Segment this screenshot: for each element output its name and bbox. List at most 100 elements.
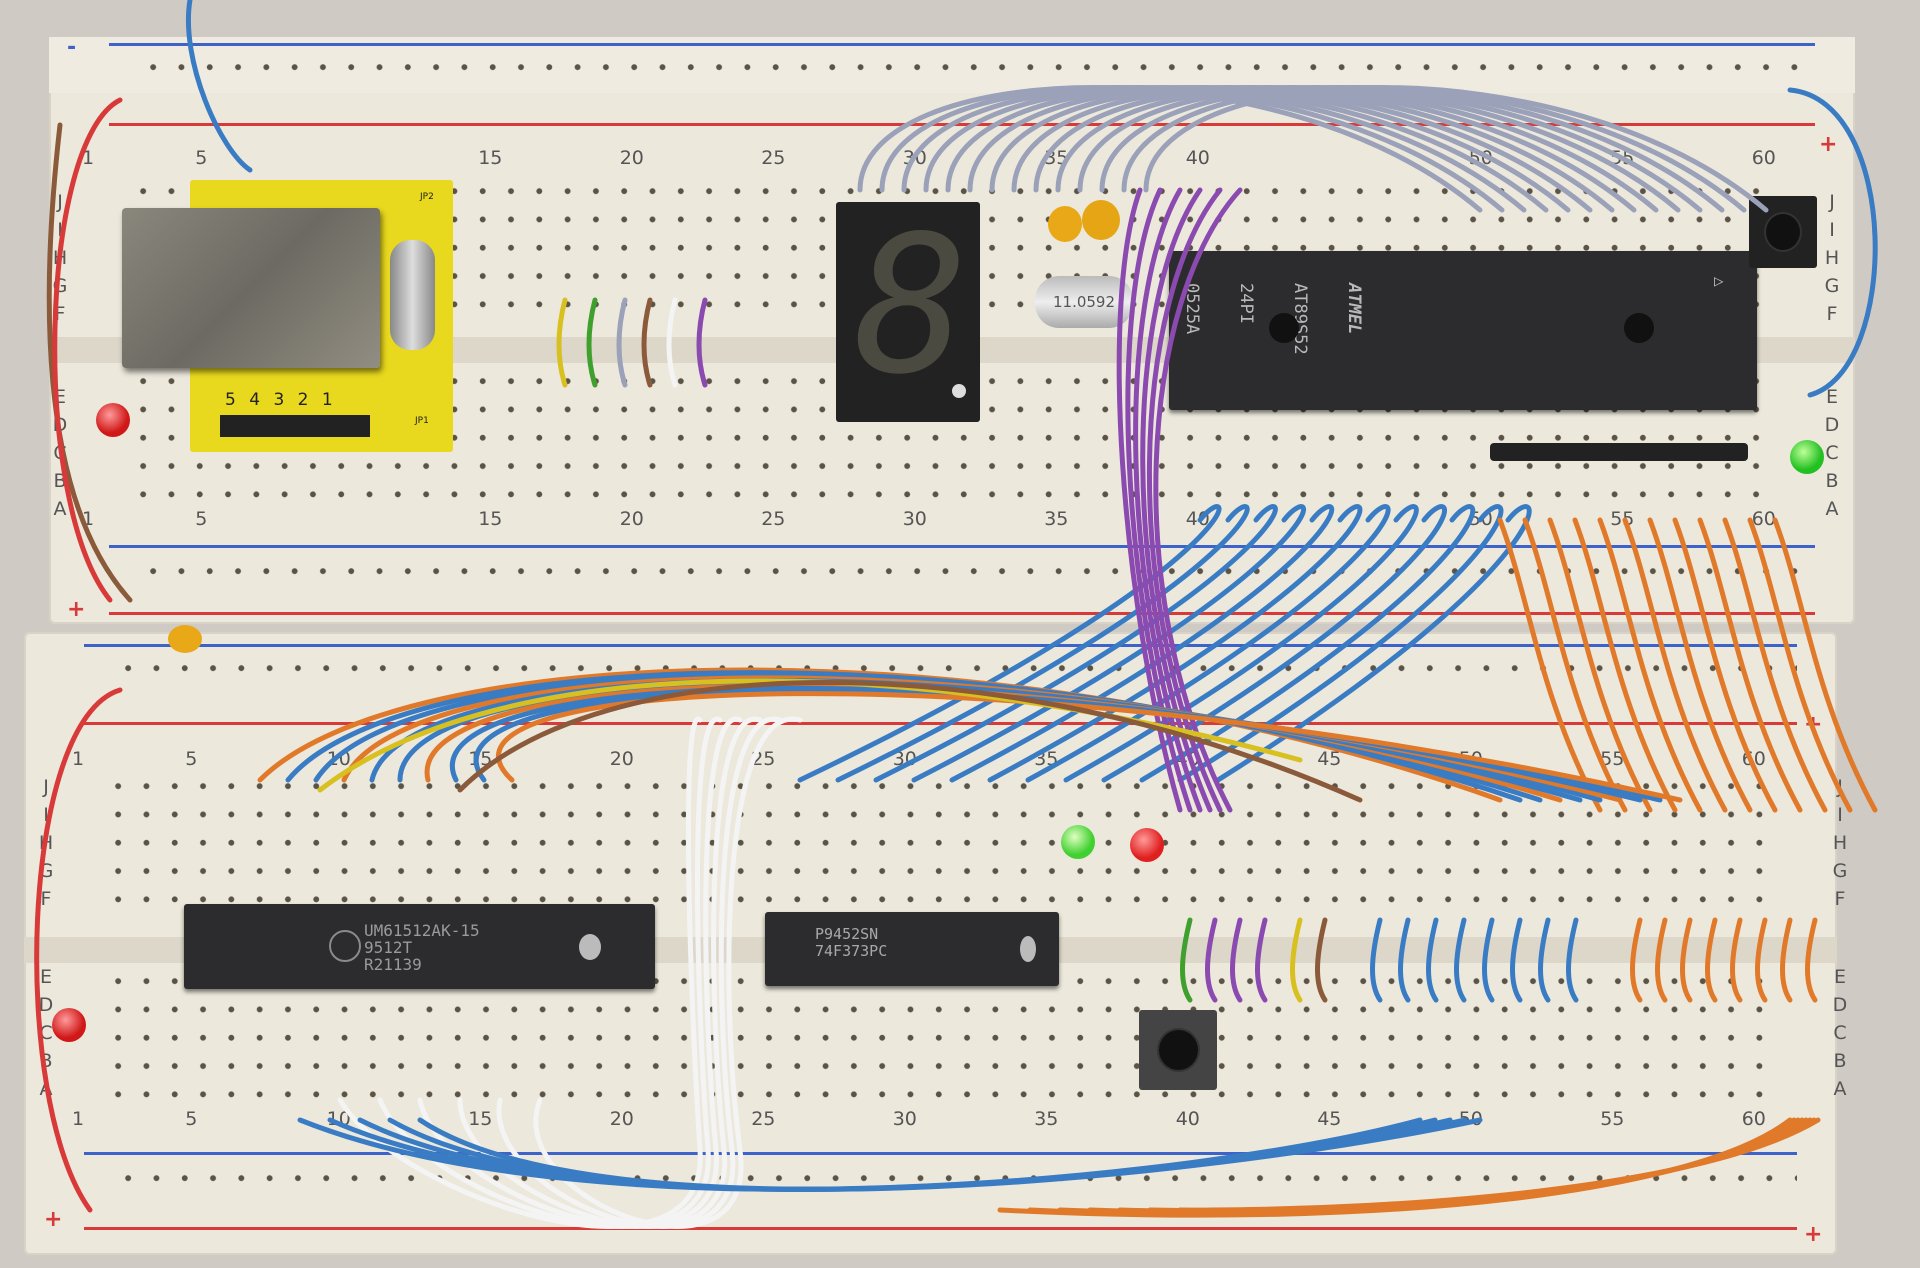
sram-lot-code: R21139 bbox=[364, 955, 422, 974]
jumper-wire bbox=[1290, 917, 1303, 1003]
orange-wire bbox=[1207, 1117, 1821, 1213]
column-number: 5 bbox=[185, 748, 198, 770]
power-rail-top bbox=[49, 37, 1855, 126]
column-number: 60 bbox=[1741, 1108, 1766, 1130]
blue-wire bbox=[1177, 504, 1504, 783]
column-number: 20 bbox=[619, 147, 644, 169]
red-led bbox=[96, 403, 130, 437]
column-number: 55 bbox=[1600, 748, 1625, 770]
latch-lot-code: P9452SN bbox=[815, 925, 879, 943]
column-number: 45 bbox=[1317, 1108, 1342, 1130]
power-wire bbox=[46, 122, 133, 603]
column-number: 30 bbox=[892, 1108, 917, 1130]
jp2-label: JP2 bbox=[420, 192, 434, 202]
row-letter: J bbox=[57, 191, 63, 213]
red-led bbox=[52, 1008, 86, 1042]
row-letter: J bbox=[43, 776, 49, 798]
crystal-oscillator bbox=[390, 240, 435, 350]
jumper-wire bbox=[1566, 917, 1579, 1003]
jumper-wire bbox=[1655, 917, 1668, 1003]
jumper-wire bbox=[1398, 917, 1411, 1003]
jumper-wire bbox=[666, 297, 678, 388]
row-letter: F bbox=[40, 888, 52, 910]
row-letter: E bbox=[39, 966, 52, 988]
orange-wire bbox=[1547, 517, 1653, 813]
purple-wire bbox=[1116, 187, 1183, 813]
blue-wire bbox=[949, 504, 1335, 783]
jumper-wire bbox=[1730, 917, 1743, 1003]
row-letter: A bbox=[1825, 498, 1839, 520]
column-number: 30 bbox=[902, 508, 927, 530]
capacitor bbox=[1048, 206, 1082, 242]
power-wire bbox=[52, 97, 123, 603]
jumper-wire bbox=[1538, 917, 1551, 1003]
plus-sign: + bbox=[1804, 1222, 1823, 1247]
orange-wire bbox=[1597, 517, 1703, 813]
module-pin-label: 5 4 3 2 1 bbox=[225, 390, 337, 410]
jp1-label: JP1 bbox=[415, 416, 429, 426]
capacitor bbox=[1082, 200, 1120, 240]
brown-wire bbox=[457, 680, 1363, 803]
jumper-wire bbox=[1370, 917, 1383, 1003]
orange-wire bbox=[1697, 517, 1803, 813]
white-wire bbox=[417, 716, 743, 1229]
seven-segment-digit: 8 bbox=[854, 195, 969, 416]
column-number: 60 bbox=[1751, 147, 1776, 169]
row-letter: H bbox=[1832, 832, 1848, 854]
blue-wire bbox=[1139, 504, 1476, 783]
power-wire bbox=[34, 687, 123, 1213]
row-letter: E bbox=[1833, 966, 1846, 988]
blue-wire bbox=[186, 0, 253, 173]
row-letter: B bbox=[1833, 1050, 1847, 1072]
orange-wire bbox=[1522, 517, 1628, 813]
pin-header-black bbox=[1490, 443, 1748, 461]
jumper-wire bbox=[641, 297, 653, 388]
jumper-wire bbox=[1805, 917, 1818, 1003]
notch bbox=[1269, 313, 1299, 343]
decimal-point bbox=[952, 384, 966, 398]
jumper-wire bbox=[1230, 917, 1243, 1003]
column-number: 1 bbox=[72, 748, 85, 770]
jumper-wire bbox=[1705, 917, 1718, 1003]
column-number: 5 bbox=[195, 508, 208, 530]
74f373-latch: P9452SN 74F373PC bbox=[765, 912, 1059, 986]
row-letter: D bbox=[1832, 994, 1848, 1016]
jumper-wire bbox=[1680, 917, 1693, 1003]
blue-wire bbox=[1787, 87, 1878, 398]
crystal: 11.0592 bbox=[1035, 276, 1133, 328]
seven-segment-display: 8 bbox=[836, 196, 980, 422]
row-letter: J bbox=[1829, 191, 1835, 213]
pin1-marker: ▷ bbox=[1714, 271, 1724, 290]
column-number: 35 bbox=[1044, 508, 1069, 530]
blue-wire bbox=[987, 504, 1363, 783]
row-letter: C bbox=[1825, 442, 1839, 464]
push-button[interactable] bbox=[1139, 1010, 1217, 1090]
jumper-wire bbox=[1454, 917, 1467, 1003]
column-number: 25 bbox=[761, 508, 786, 530]
green-led bbox=[1790, 440, 1824, 474]
jumper-wire bbox=[1255, 917, 1268, 1003]
row-letter: I bbox=[1837, 804, 1843, 826]
sram-date-code: 9512T bbox=[364, 938, 413, 957]
column-number: 45 bbox=[1317, 748, 1342, 770]
gray-wire bbox=[1143, 85, 1769, 213]
row-letter: I bbox=[1829, 219, 1835, 241]
white-wire bbox=[337, 716, 703, 1229]
blue-wire bbox=[1063, 504, 1419, 783]
column-number: 40 bbox=[1175, 1108, 1200, 1130]
pin-header bbox=[220, 415, 370, 437]
plus-sign: + bbox=[44, 1207, 63, 1232]
row-letter: F bbox=[1826, 303, 1838, 325]
column-number: 25 bbox=[751, 1108, 776, 1130]
jumper-wire bbox=[1315, 917, 1328, 1003]
white-wire bbox=[496, 716, 783, 1229]
column-number: 20 bbox=[619, 508, 644, 530]
column-number: 20 bbox=[609, 748, 634, 770]
column-number: 40 bbox=[1185, 147, 1210, 169]
jumper-wire bbox=[1510, 917, 1523, 1003]
green-led bbox=[1061, 825, 1095, 859]
row-letter: H bbox=[1824, 247, 1840, 269]
row-letter: D bbox=[1824, 414, 1840, 436]
column-number: 5 bbox=[195, 147, 208, 169]
